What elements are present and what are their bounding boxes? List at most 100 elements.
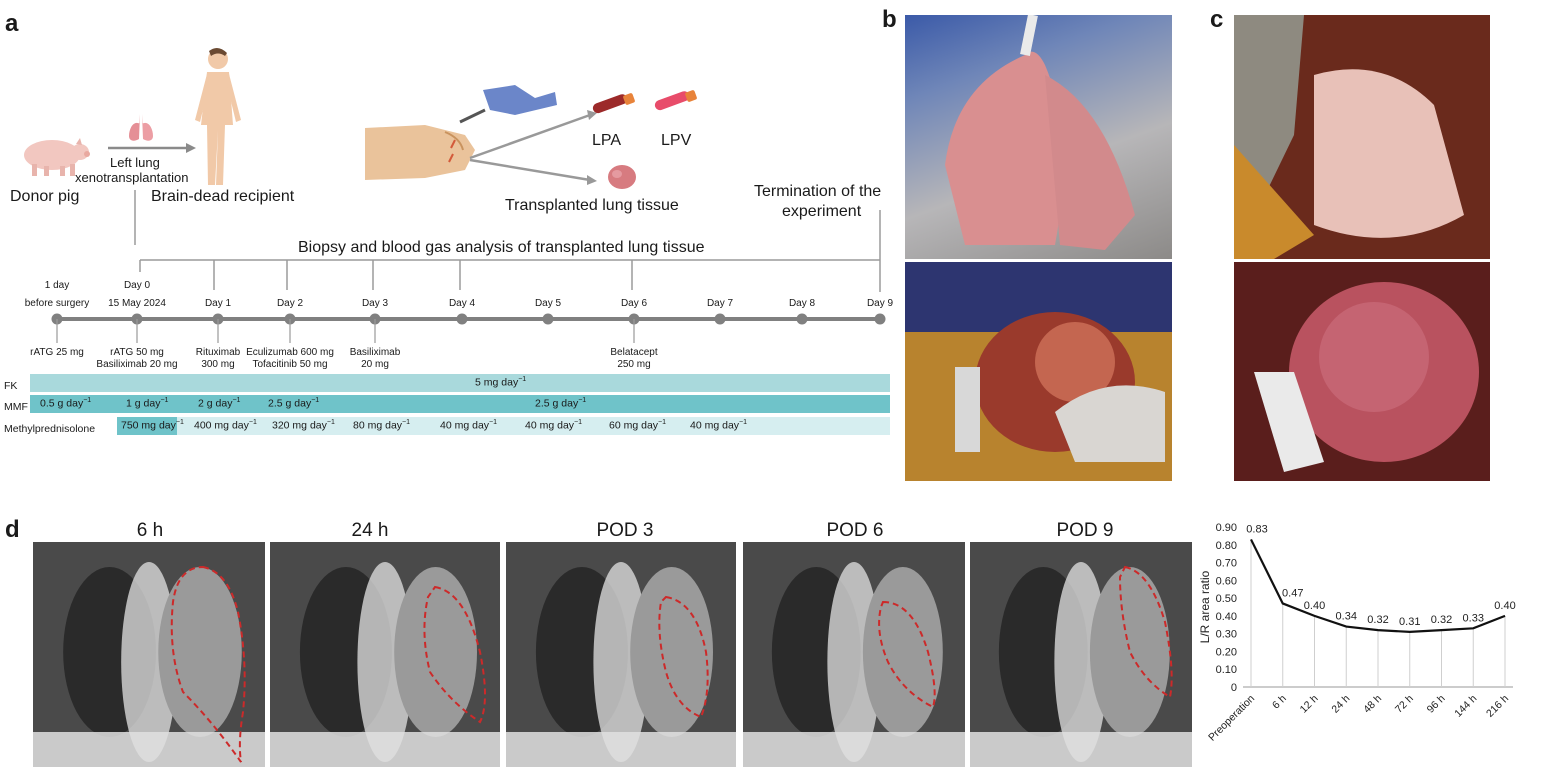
chart-x-tick: 96 h	[1425, 693, 1448, 716]
timeline-connectors	[134, 190, 881, 292]
fk-dose: 5 mg day−1	[475, 376, 527, 389]
lpa-tube-icon	[592, 93, 635, 114]
chart-x-tick: 24 h	[1329, 693, 1352, 716]
xray-image-1	[270, 542, 500, 767]
lung-surgery-photo-top	[1234, 15, 1490, 259]
chart-x-tick: 144 h	[1452, 693, 1479, 720]
chart-y-label: L/R area ratio	[1198, 570, 1212, 643]
timeline-node	[796, 313, 808, 325]
mmf-dose-3: 2.5 g day−1	[268, 397, 320, 410]
timeline-day-label: Day 4	[448, 298, 476, 309]
mmf-dose-2: 2 g day−1	[198, 397, 241, 410]
panel-letter-d: d	[5, 516, 20, 543]
lpv-label: LPV	[661, 132, 692, 149]
timeline-date-label: before surgery	[24, 298, 90, 309]
chart-x-tick: Preoperation	[1206, 693, 1257, 744]
surgical-arm-illustration	[365, 85, 597, 185]
chart-y-tick: 0.10	[1216, 664, 1237, 676]
chart-data-label: 0.47	[1282, 587, 1303, 599]
timeline-drug-dose: Tofacitinib 50 mg	[252, 359, 328, 370]
tissue-label: Transplanted lung tissue	[505, 197, 679, 214]
chart-data-label: 0.33	[1463, 612, 1484, 624]
chart-y-tick: 0.50	[1216, 593, 1237, 605]
mp-dose-5: 40 mg day−1	[525, 419, 583, 432]
chart-data-label: 0.83	[1246, 523, 1267, 535]
mp-dose-3: 80 mg day−1	[353, 419, 411, 432]
termination-line2: experiment	[782, 203, 862, 220]
xray-title-1: 24 h	[351, 520, 389, 541]
timeline-drug-label: Rituximab	[195, 347, 241, 358]
fk-bar: 5 mg day−1	[30, 374, 890, 392]
timeline-drug-label: rATG 25 mg	[30, 347, 84, 358]
xray-image-2	[506, 542, 736, 767]
mp-dose-2: 320 mg day−1	[272, 419, 335, 432]
timeline-node	[874, 313, 886, 325]
timeline-node	[714, 313, 726, 325]
timeline-drug-label: Basiliximab	[349, 347, 401, 358]
chart-y-tick: 0.30	[1216, 629, 1237, 641]
timeline-drug-dose: 20 mg	[361, 359, 389, 370]
chart-y-tick: 0.20	[1216, 646, 1237, 658]
lr-area-ratio-chart: 00.100.200.300.400.500.600.700.800.90L/R…	[1198, 522, 1516, 744]
mp-dose-6: 60 mg day−1	[609, 419, 667, 432]
xray-image-3	[743, 542, 965, 767]
timeline-drug-dose: Basiliximab 20 mg	[96, 359, 178, 370]
chart-y-tick: 0.40	[1216, 611, 1237, 623]
tissue-icon	[608, 165, 636, 189]
timeline-drug-dose: 250 mg	[617, 359, 651, 370]
procedure-line1: Left lung	[110, 155, 160, 170]
timeline-day-label: Day 7	[706, 298, 734, 309]
chart-x-tick: 72 h	[1393, 693, 1416, 716]
termination-line1: Termination of the	[754, 183, 882, 200]
xray-title-4: POD 9	[1056, 520, 1114, 541]
chart-data-label: 0.34	[1336, 611, 1357, 623]
chart-data-label: 0.31	[1399, 616, 1420, 628]
lung-icon	[129, 114, 153, 141]
mp-dose-7: 40 mg day−1	[690, 419, 748, 432]
timeline-node	[542, 313, 554, 325]
fk-label: FK	[4, 380, 18, 392]
recipient-label: Brain-dead recipient	[151, 188, 295, 205]
mp-bar: 750 mg day−1 400 mg day−1 320 mg day−1 8…	[117, 417, 890, 435]
human-figure-icon	[195, 47, 241, 185]
xray-image-4	[970, 542, 1192, 767]
panel-letter-a: a	[5, 10, 19, 37]
xray-image-0	[33, 542, 265, 767]
chart-data-label: 0.32	[1367, 614, 1388, 626]
chart-x-tick: 48 h	[1361, 693, 1384, 716]
timeline-drug-dose: 300 mg	[201, 359, 235, 370]
timeline-drug-label: Eculizumab 600 mg	[246, 347, 334, 358]
mp-label: Methylprednisolone	[4, 423, 96, 435]
panel-letter-c: c	[1210, 6, 1224, 33]
mmf-bar: 0.5 g day−1 1 g day−1 2 g day−1 2.5 g da…	[30, 395, 890, 413]
timeline-axis	[51, 313, 886, 343]
mp-dose-1: 400 mg day−1	[194, 419, 257, 432]
timeline-day-label: Day 5	[534, 298, 562, 309]
chart-data-label: 0.40	[1304, 600, 1325, 612]
chart-x-tick: 12 h	[1298, 693, 1321, 716]
arrow-icon	[108, 143, 196, 153]
lung-surgery-photo-bottom	[1234, 262, 1490, 481]
panel-letter-b: b	[882, 6, 897, 33]
chart-series-line	[1250, 538, 1506, 633]
donor-label: Donor pig	[10, 188, 80, 205]
chart-x-tick: 216 h	[1484, 693, 1511, 720]
mmf-dose-1: 1 g day−1	[126, 397, 169, 410]
timeline-drug-label: rATG 50 mg	[110, 347, 164, 358]
timeline-date-label: 15 May 2024	[108, 298, 166, 309]
mp-dose-0: 750 mg day−1	[121, 419, 184, 432]
timeline-day-label: Day 0	[123, 280, 151, 291]
mmf-dose-4: 2.5 g day−1	[535, 397, 587, 410]
biopsy-label: Biopsy and blood gas analysis of transpl…	[298, 239, 705, 256]
mp-dose-4: 40 mg day−1	[440, 419, 498, 432]
pig-icon	[24, 138, 90, 176]
xray-title-0: 6 h	[136, 520, 164, 541]
chart-y-tick: 0.90	[1216, 522, 1237, 534]
timeline-day-label: 1 day	[44, 280, 70, 291]
chart-y-tick: 0.80	[1216, 540, 1237, 552]
timeline-day-label: Day 3	[361, 298, 389, 309]
chart-data-label: 0.40	[1494, 600, 1515, 612]
chart-data-label: 0.32	[1431, 614, 1452, 626]
lung-photo-top	[905, 15, 1172, 259]
timeline-day-label: Day 8	[788, 298, 816, 309]
